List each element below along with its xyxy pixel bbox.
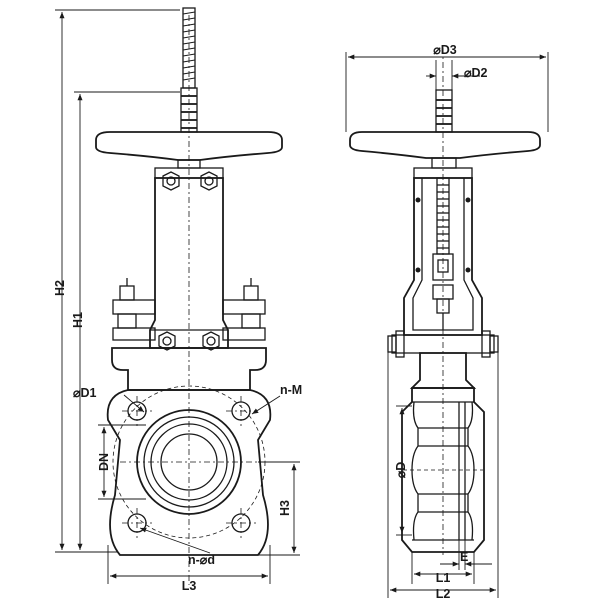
dimension-dn bbox=[98, 424, 146, 500]
label-l2: L2 bbox=[436, 587, 451, 600]
stem-side bbox=[435, 89, 453, 133]
leader-nm bbox=[251, 395, 281, 415]
label-dn: DN bbox=[97, 453, 111, 471]
stem-thread bbox=[180, 7, 198, 133]
label-d3: ⌀D3 bbox=[433, 43, 457, 57]
handwheel-side bbox=[349, 131, 541, 159]
dimension-l2 bbox=[387, 352, 499, 598]
side-view: ⌀D3 ⌀D2 bbox=[345, 43, 549, 600]
dimension-l3 bbox=[107, 545, 271, 584]
leader-d1 bbox=[123, 394, 145, 413]
label-e: E bbox=[460, 550, 468, 564]
dimension-h2 bbox=[55, 9, 180, 550]
dimension-h1 bbox=[55, 91, 180, 553]
label-l1: L1 bbox=[436, 571, 451, 585]
front-view: H2 H1 ⌀D1 n-M DN H3 n-⌀d bbox=[53, 7, 302, 593]
label-d2: ⌀D2 bbox=[464, 66, 488, 80]
label-l3: L3 bbox=[182, 579, 197, 593]
dimension-l1 bbox=[411, 552, 475, 584]
label-h1: H1 bbox=[71, 312, 85, 328]
gland-bolts bbox=[112, 278, 266, 341]
dimension-d bbox=[396, 405, 412, 536]
label-d: ⌀D bbox=[394, 462, 408, 479]
dimension-h3 bbox=[258, 461, 300, 556]
label-d1: ⌀D1 bbox=[73, 386, 97, 400]
dimension-d3 bbox=[345, 52, 549, 132]
label-nm: n-M bbox=[280, 383, 302, 397]
dimension-e bbox=[440, 540, 492, 570]
label-h2: H2 bbox=[53, 280, 67, 296]
label-nd: n-⌀d bbox=[188, 553, 215, 567]
label-h3: H3 bbox=[278, 500, 292, 516]
leader-nd bbox=[139, 527, 211, 554]
